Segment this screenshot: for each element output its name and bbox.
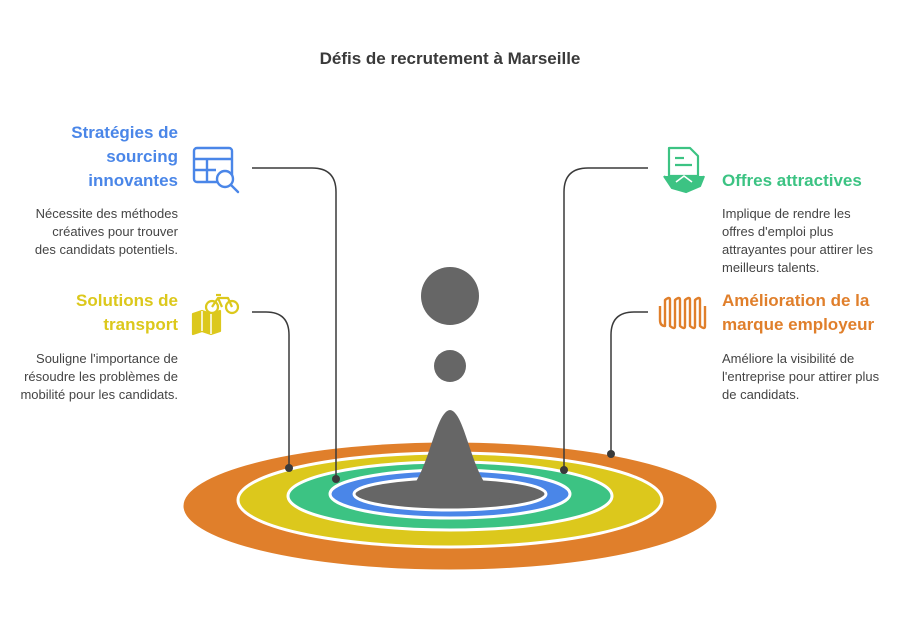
- description-marque: Améliore la visibilité de l'entreprise p…: [722, 351, 880, 402]
- description-transport: Souligne l'importance de résoudre les pr…: [20, 351, 178, 402]
- water-splash: [392, 410, 508, 501]
- heading-sourcing: Stratégies de sourcing innovantes: [71, 123, 178, 190]
- description-sourcing: Nécessite des méthodes créatives pour tr…: [34, 206, 178, 257]
- heading-marque: Amélioration de la marque employeur: [722, 291, 875, 334]
- connector-dot-sourcing: [332, 475, 340, 483]
- connector-dot-transport: [285, 464, 293, 472]
- droplet-small: [434, 350, 466, 382]
- connector-dot-offres: [560, 466, 568, 474]
- description-offres: Implique de rendre les offres d'emploi p…: [722, 206, 874, 275]
- heading-transport: Solutions de transport: [76, 291, 178, 334]
- droplet-large: [421, 267, 479, 325]
- diagram-title: Défis de recrutement à Marseille: [319, 49, 581, 68]
- connector-marque: [610, 311, 648, 454]
- connector-dot-marque: [607, 450, 615, 458]
- wave-signal-icon: [658, 296, 707, 330]
- handshake-document-icon: [663, 146, 706, 194]
- connector-offres: [563, 167, 648, 470]
- bicycle-map-icon: [191, 293, 240, 336]
- heading-offres: Offres attractives: [722, 171, 862, 190]
- table-search-icon: [192, 146, 240, 194]
- connector-transport: [252, 311, 290, 468]
- connector-sourcing: [252, 167, 337, 479]
